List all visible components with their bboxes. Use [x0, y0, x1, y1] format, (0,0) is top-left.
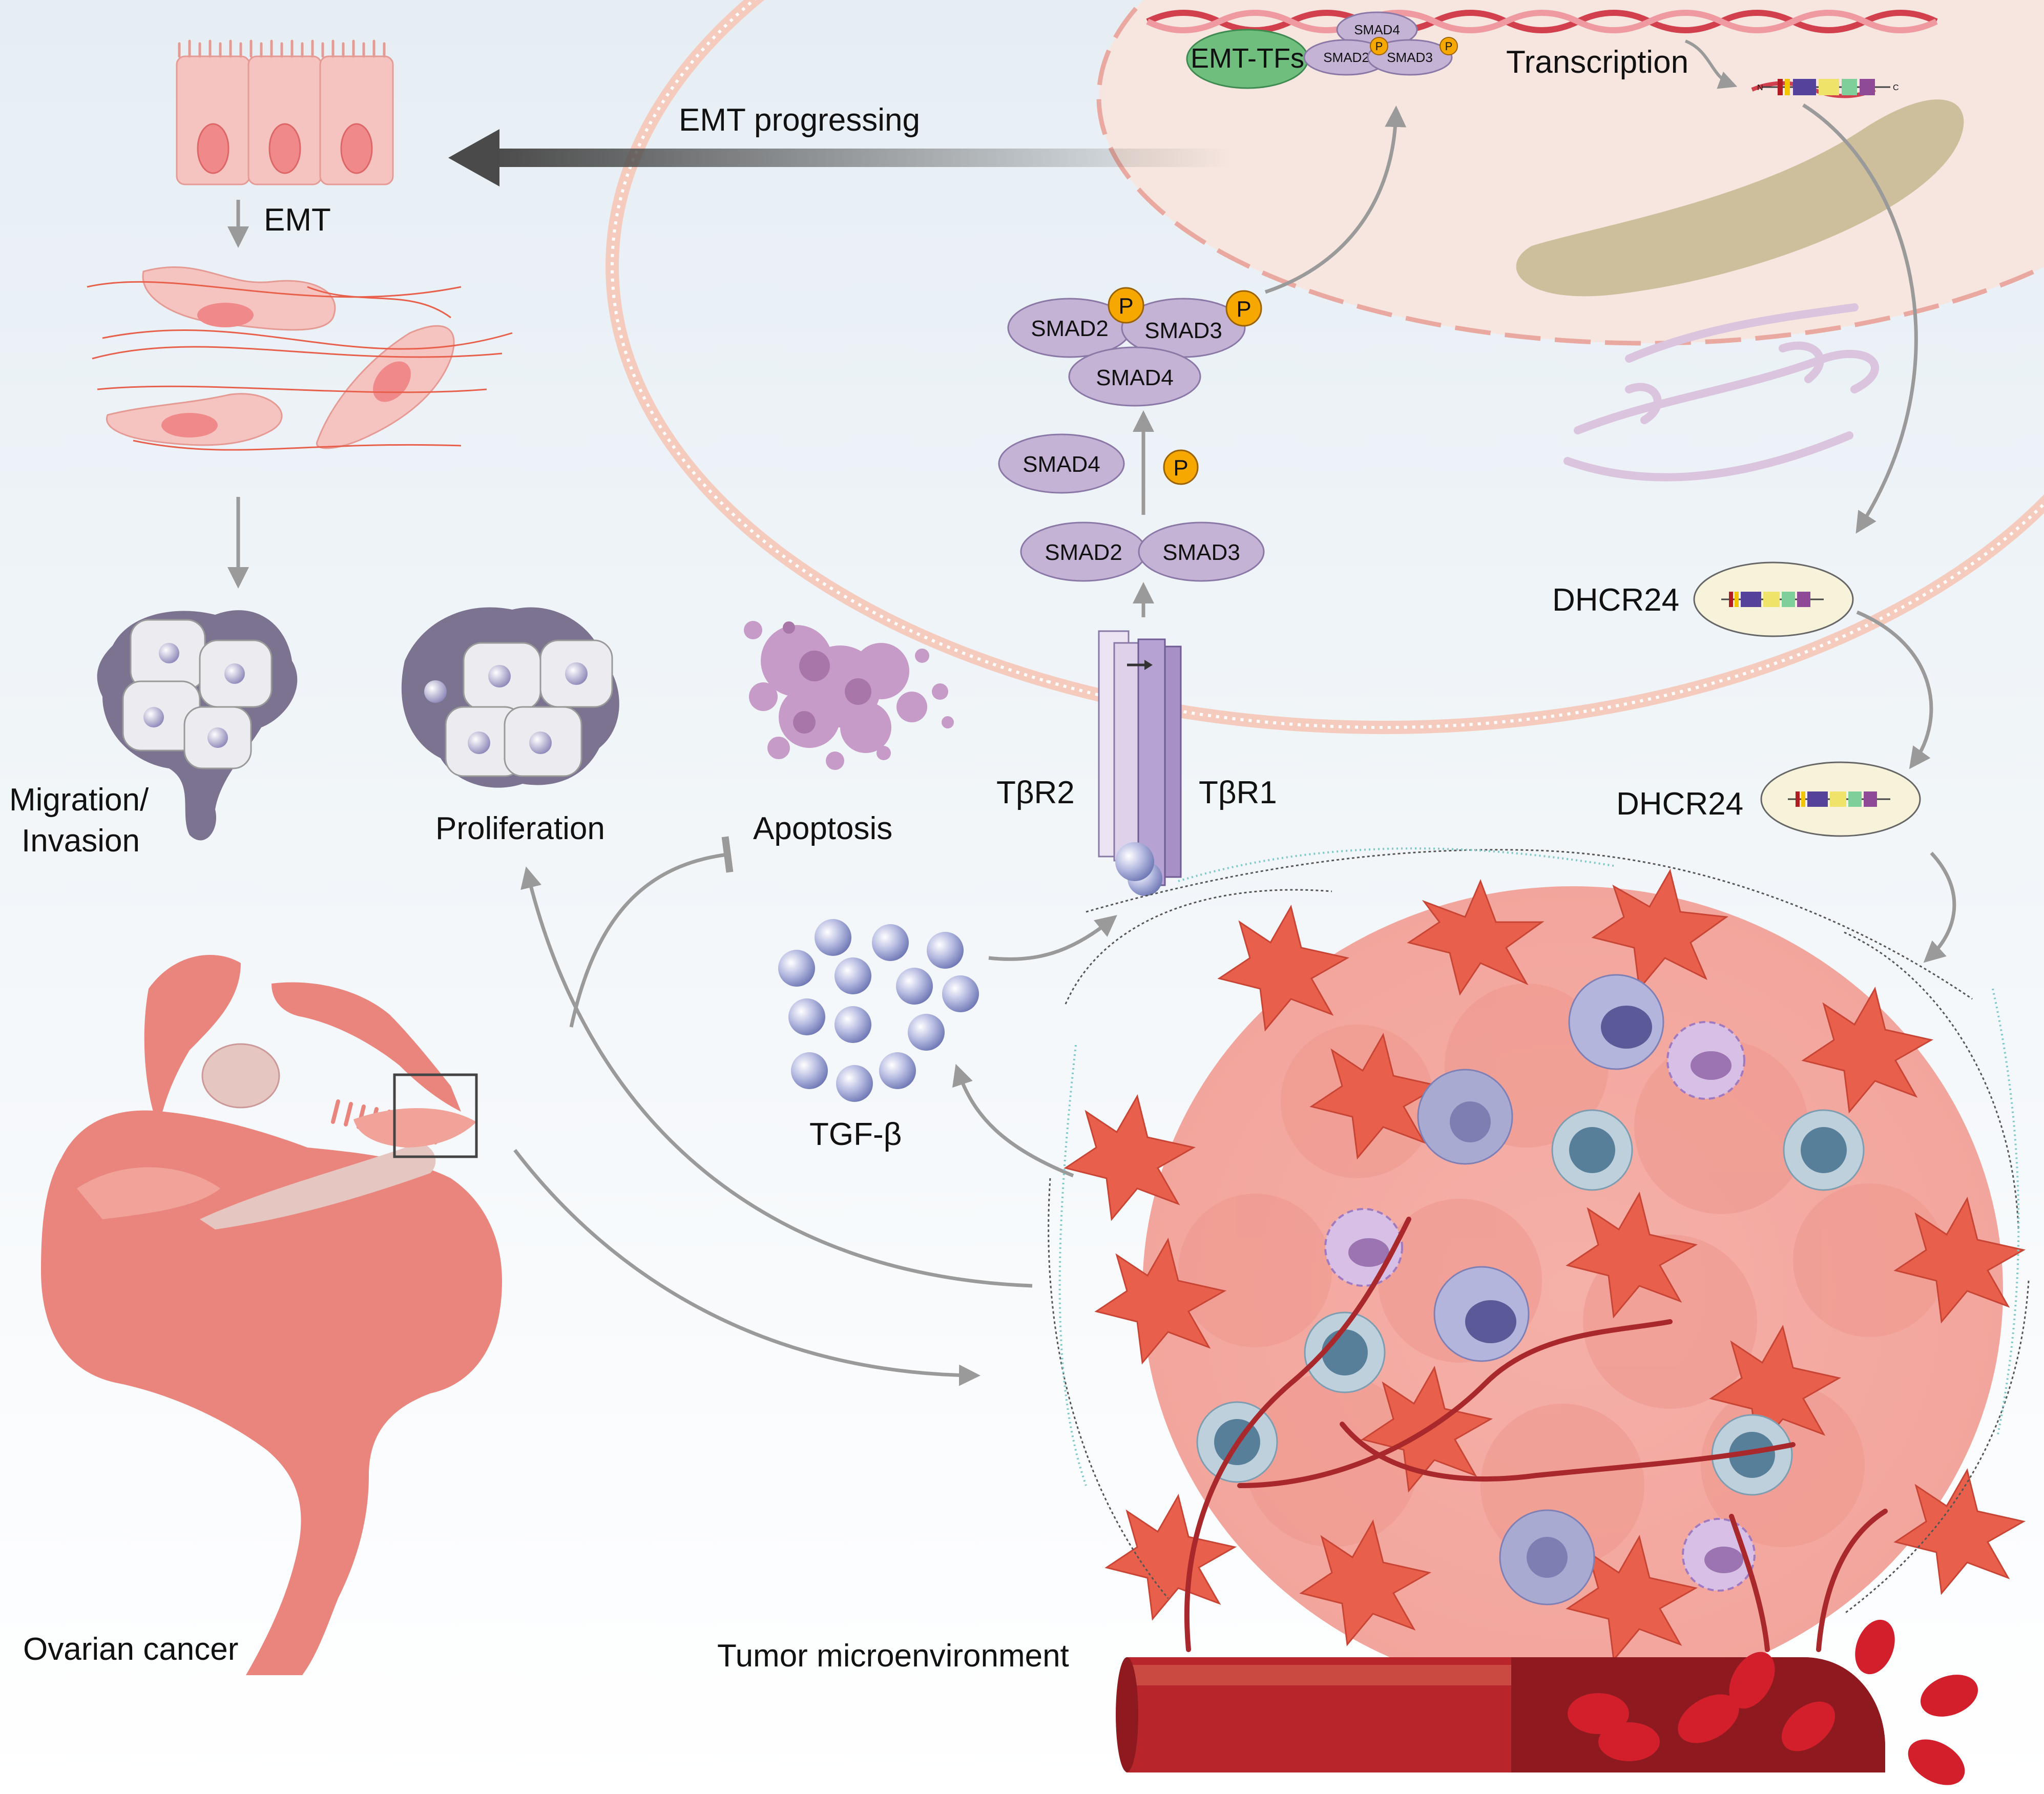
ovarian-cancer-label: Ovarian cancer	[23, 1632, 238, 1667]
mesenchymal-cells	[87, 266, 513, 451]
tgf-beta-receptor	[1098, 630, 1182, 896]
transcription-label: Transcription	[1506, 45, 1688, 80]
cell-membrane	[606, 0, 2044, 734]
invasion-label: Invasion	[22, 823, 140, 859]
arrow-tme-to-tgf	[952, 1063, 1074, 1178]
smad4-active-label: SMAD4	[1096, 365, 1174, 390]
mrna-n: N	[1757, 84, 1763, 92]
p-smad2: P	[1118, 294, 1133, 319]
epithelial-cells	[176, 39, 394, 185]
apoptotic-cell	[744, 621, 954, 770]
nuclear-p2: P	[1445, 40, 1453, 53]
tbr2-label: TβR2	[996, 775, 1075, 810]
dhcr24-label-1: DHCR24	[1552, 582, 1679, 618]
emt-progressing-label: EMT progressing	[679, 102, 920, 138]
dhcr24-label-2: DHCR24	[1616, 786, 1743, 822]
migration-invasion-cluster	[97, 610, 298, 841]
emt-progressing-arrow	[448, 129, 1232, 186]
endoplasmic-reticulum	[1563, 303, 1879, 482]
smad3-active-label: SMAD3	[1144, 318, 1222, 343]
blood-vessel	[1116, 1619, 1978, 1785]
arrow-ovary-to-tme	[513, 1149, 981, 1386]
arrow-to-dhcr24	[1802, 103, 1918, 534]
smad4-free: SMAD4 P	[998, 433, 1199, 494]
nuclear-smad4-label: SMAD4	[1354, 22, 1400, 37]
zoom-box	[393, 1073, 478, 1158]
proliferation-cluster	[401, 607, 619, 788]
smad2-smad3-pair: SMAD2 SMAD3	[1020, 521, 1265, 582]
transcription-arrow	[1684, 39, 1738, 89]
p-smad3: P	[1236, 297, 1251, 322]
proliferation-label: Proliferation	[435, 811, 605, 846]
emt-tfs-label: EMT-TFs	[1191, 43, 1304, 74]
tumor-microenvironment	[1048, 847, 2030, 1696]
tgf-beta-ligands	[778, 919, 979, 1102]
ovary-uterus-illustration	[41, 955, 502, 1675]
smad4-free-label: SMAD4	[1023, 452, 1100, 477]
smad-complex-active: SMAD2 SMAD3 SMAD4 P P	[1007, 287, 1262, 407]
dhcr24-protein-1	[1693, 561, 1854, 637]
smad2-active-label: SMAD2	[1031, 316, 1109, 341]
nuclear-p1: P	[1375, 40, 1383, 53]
emt-label: EMT	[264, 202, 331, 238]
nuclear-smad2-label: SMAD2	[1323, 50, 1369, 65]
p-free: P	[1173, 455, 1188, 481]
arrow-smad-to-nucleus	[1264, 106, 1407, 294]
tbr1-label: TβR1	[1199, 775, 1277, 810]
smad2-label: SMAD2	[1045, 540, 1122, 565]
tgf-beta-label: TGF-β	[809, 1117, 902, 1152]
apoptosis-label: Apoptosis	[753, 811, 892, 846]
emt-tf-complex: EMT-TFs SMAD4 SMAD2 SMAD3 P P	[1186, 11, 1458, 89]
arrow-dhcr24-out	[1856, 610, 1933, 769]
smad3-label: SMAD3	[1162, 540, 1240, 565]
mrna-c: C	[1893, 84, 1899, 92]
nuclear-smad3-label: SMAD3	[1387, 50, 1433, 65]
inhibit-apoptosis	[569, 836, 734, 1028]
arrow-to-proliferation	[520, 866, 1033, 1288]
tumor-microenvironment-label: Tumor microenvironment	[717, 1638, 1069, 1674]
dhcr24-protein-2	[1760, 761, 1921, 837]
arrow-tgf-to-receptor	[988, 915, 1117, 961]
mrna-strip: N C	[1757, 79, 1899, 95]
migration-label: Migration/	[9, 782, 149, 818]
arrow-dhcr24-to-tme	[1923, 851, 1956, 963]
